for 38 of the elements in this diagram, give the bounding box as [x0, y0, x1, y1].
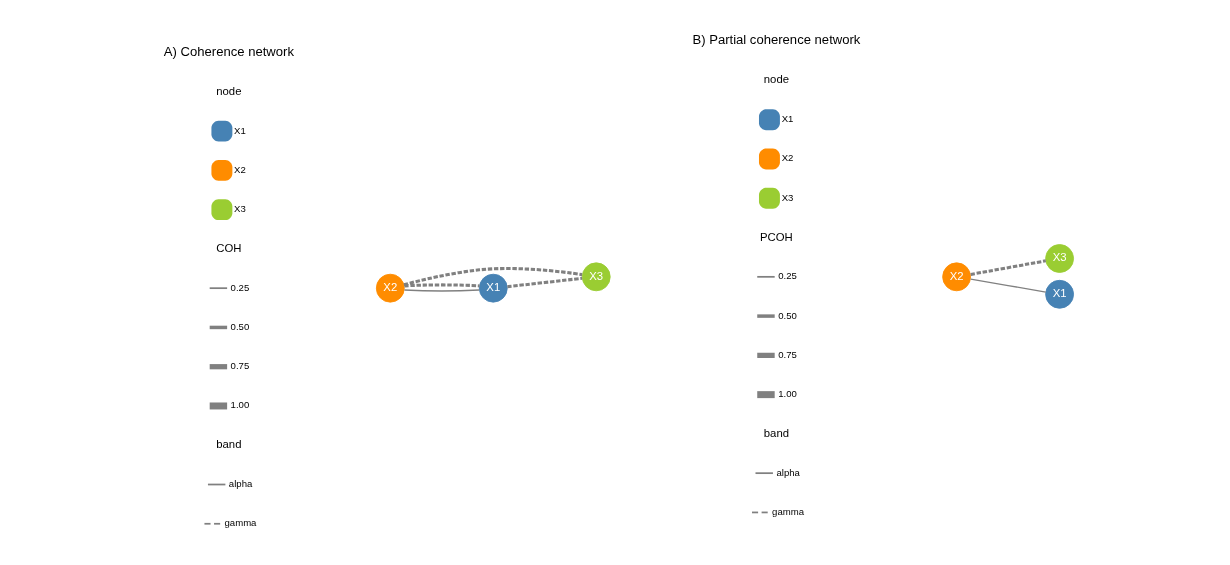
connector — [404, 283, 480, 288]
label: A) Coherence network — [163, 43, 294, 59]
legend-label: 1.00 — [778, 388, 797, 400]
legend-label: X3 — [234, 203, 246, 215]
node-circle: X1 — [1045, 279, 1074, 309]
legend-label: 0.25 — [778, 270, 797, 282]
label: COH — [216, 241, 242, 254]
legend-label: 0.25 — [230, 281, 250, 293]
legend-label: X2 — [234, 163, 246, 175]
node-circle: X2 — [942, 262, 971, 292]
legend-label: 0.50 — [230, 320, 250, 332]
label: node — [763, 73, 790, 86]
legend-label: 0.50 — [778, 309, 797, 321]
connector — [970, 259, 1047, 276]
legend-label: 0.75 — [230, 360, 250, 372]
label: band — [216, 438, 242, 451]
legend-label: alpha — [776, 466, 800, 478]
legend-label: X1 — [781, 113, 794, 125]
label: PCOH — [760, 230, 793, 243]
label: B) Partial coherence network — [692, 32, 861, 48]
connector — [970, 278, 1047, 293]
legend-label: 0.75 — [778, 348, 797, 360]
legend-label: alpha — [228, 477, 253, 489]
node-circle: X2 — [375, 273, 405, 303]
legend-label: gamma — [224, 517, 257, 529]
legend-label: gamma — [772, 505, 805, 517]
label: band — [763, 426, 790, 439]
legend-label: X2 — [781, 152, 794, 164]
legend-label: X1 — [234, 124, 246, 136]
connector — [403, 289, 480, 292]
node-circle: X3 — [1045, 244, 1074, 273]
legend-label: X3 — [781, 191, 794, 203]
label: node — [216, 84, 242, 97]
node-circle: X3 — [581, 262, 611, 292]
connector — [507, 276, 583, 289]
node-circle: X1 — [478, 273, 508, 303]
connector — [403, 267, 583, 287]
legend-label: 1.00 — [230, 399, 250, 411]
